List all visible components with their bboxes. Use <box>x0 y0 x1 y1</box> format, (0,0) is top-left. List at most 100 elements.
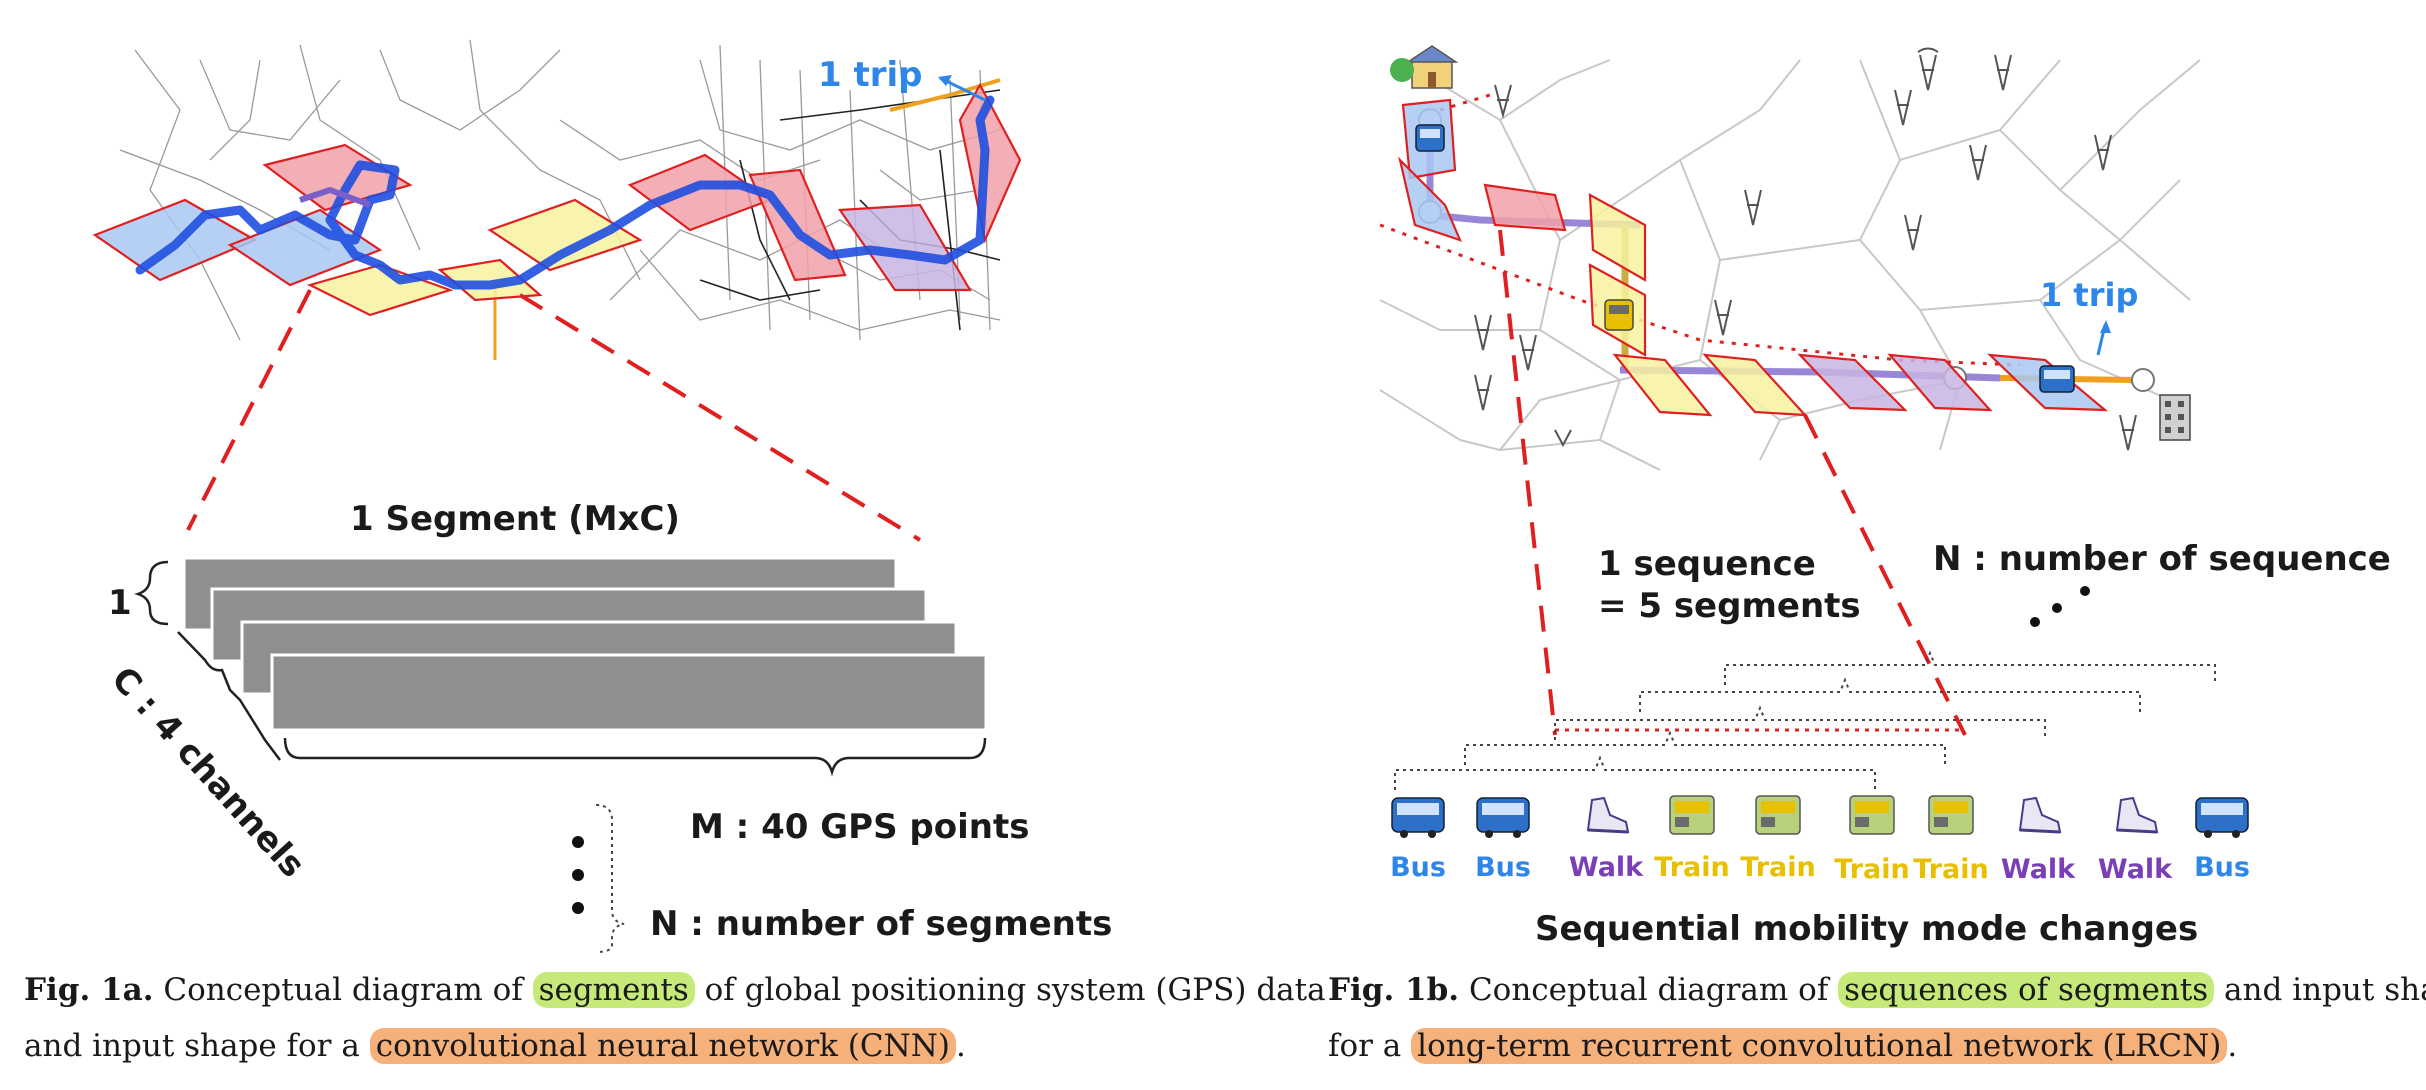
train-icon <box>1849 795 1895 835</box>
tower-icon <box>2119 414 2137 451</box>
segment-yellow-b3 <box>1612 353 1713 417</box>
tower-icon <box>1474 374 1492 411</box>
one-brace <box>134 560 169 626</box>
mode-bus-2: Bus <box>1475 797 1531 883</box>
mode-label-train: Train <box>1740 852 1815 883</box>
caption-1b: Fig. 1b. Conceptual diagram of sequences… <box>1328 962 2426 1074</box>
ellipsis-dot-b2 <box>2052 603 2062 613</box>
tower-icon <box>2094 134 2112 171</box>
mode-walk-9: Walk <box>2098 796 2173 885</box>
sequence-bracket-1 <box>1394 755 1876 790</box>
bus-icon <box>2039 365 2075 393</box>
sequence-brackets <box>1394 650 2216 790</box>
gps-points-brace <box>283 737 987 777</box>
caption-1b-fig-label: Fig. 1b. <box>1328 972 1460 1008</box>
mode-label-bus: Bus <box>1390 852 1446 883</box>
mode-label-walk: Walk <box>2001 854 2076 885</box>
caption-1a: Fig. 1a. Conceptual diagram of segments … <box>24 962 1326 1074</box>
sneaker-icon <box>2018 796 2062 834</box>
segment-purple-b1 <box>1797 353 1908 412</box>
office-building-icon <box>2159 394 2191 441</box>
bus-icon <box>2195 797 2249 838</box>
route-node <box>2131 368 2155 392</box>
mode-bus-1: Bus <box>1390 797 1446 883</box>
caption-1b-text-end: . <box>2227 1028 2238 1064</box>
bus-icon <box>1476 797 1530 838</box>
num-sequence-label: N : number of sequence <box>1933 539 2391 579</box>
caption-1a-highlight-orange: convolutional neural network (CNN) <box>369 1028 956 1064</box>
ellipsis-dot-2 <box>572 869 584 881</box>
tower-icon <box>1904 214 1922 251</box>
house-icon <box>1390 45 1459 89</box>
caption-1b-line-2: for a long-term recurrent convolutional … <box>1328 1018 2426 1074</box>
sequence-label-2: = 5 segments <box>1598 586 1861 626</box>
fig1a-map: 1 trip <box>92 39 1022 360</box>
sequence-bracket-5 <box>1724 650 2216 685</box>
segment-label: 1 Segment (MxC) <box>350 499 680 539</box>
caption-1a-highlight-green: segments <box>532 972 695 1008</box>
ellipsis-dot-b3 <box>2080 586 2090 596</box>
train-icon <box>1604 299 1634 331</box>
bus-icon <box>1391 797 1445 838</box>
mode-changes-subtitle: Sequential mobility mode changes <box>1535 909 2198 949</box>
segment-blue-b2 <box>1398 156 1462 242</box>
trip-arrow-head-1b <box>2100 320 2111 333</box>
ellipsis-dot-1 <box>572 836 584 848</box>
num-segments-label: N : number of segments <box>650 904 1112 944</box>
ellipsis-dot-b1 <box>2030 617 2040 627</box>
caption-1a-fig-label: Fig. 1a. <box>24 972 154 1008</box>
one-label: 1 <box>108 583 132 623</box>
mode-train-7: Train <box>1913 795 1989 885</box>
train-icon <box>1928 795 1974 835</box>
channels-brace <box>177 631 281 761</box>
fig1a-segments <box>92 82 1022 317</box>
mode-label-train: Train <box>1913 854 1988 885</box>
tower-icon <box>1894 89 1912 126</box>
channel-layer-4 <box>270 653 988 732</box>
tower-icon <box>1494 84 1512 119</box>
caption-1b-text-middle-1: and input shape <box>2224 972 2426 1008</box>
tower-icon <box>1554 429 1572 448</box>
caption-1a-text-middle-2: and input shape for a <box>24 1028 360 1064</box>
gps-points-label: M : 40 GPS points <box>690 807 1029 847</box>
mode-label-walk: Walk <box>1569 852 1644 883</box>
sequence-label-1: 1 sequence <box>1598 544 1816 584</box>
sneaker-icon <box>2115 796 2159 834</box>
signal-dotted-line <box>1379 223 2021 367</box>
fig1b-zoom-lines <box>1498 229 1967 736</box>
mode-label-bus: Bus <box>1475 852 1531 883</box>
caption-1b-line-1: Fig. 1b. Conceptual diagram of sequences… <box>1328 962 2426 1018</box>
segment-yellow-b1 <box>1588 193 1647 282</box>
tower-icon <box>1474 314 1492 351</box>
ellipsis-dot-3 <box>572 902 584 914</box>
train-icon <box>1755 795 1801 835</box>
sequence-bracket-2 <box>1464 730 1946 765</box>
caption-1a-line-2: and input shape for a convolutional neur… <box>24 1018 1326 1074</box>
tower-icon <box>1744 189 1762 226</box>
mode-label-train: Train <box>1834 854 1909 885</box>
mode-label-bus: Bus <box>2194 852 2250 883</box>
trip-arrow-head-1a <box>938 75 952 86</box>
caption-1b-highlight-orange: long-term recurrent convolutional networ… <box>1411 1028 2228 1064</box>
caption-1a-text-end: . <box>955 1028 966 1064</box>
voronoi-network <box>1379 59 2201 471</box>
sequence-bracket-4 <box>1639 677 2141 712</box>
segment-red-b1 <box>1483 183 1567 232</box>
caption-1a-text-middle-1: of global positioning system (GPS) data <box>704 972 1326 1008</box>
segment-red-1 <box>262 143 413 212</box>
cell-towers <box>1474 47 2137 451</box>
mode-label-walk: Walk <box>2098 854 2173 885</box>
trip-label-1b: 1 trip <box>2040 276 2138 314</box>
segments-dotted-brace <box>595 804 625 953</box>
segment-yellow-b4 <box>1702 353 1808 417</box>
sequence-bracket-3 <box>1554 705 2046 740</box>
mode-label-train: Train <box>1654 852 1729 883</box>
segment-yellow-3 <box>487 198 643 272</box>
signal-dotted-line-top <box>1439 93 1491 112</box>
sneaker-icon <box>1586 796 1630 834</box>
train-icon <box>1669 795 1715 835</box>
mode-bus-10: Bus <box>2194 797 2250 883</box>
tower-icon <box>1714 299 1732 336</box>
